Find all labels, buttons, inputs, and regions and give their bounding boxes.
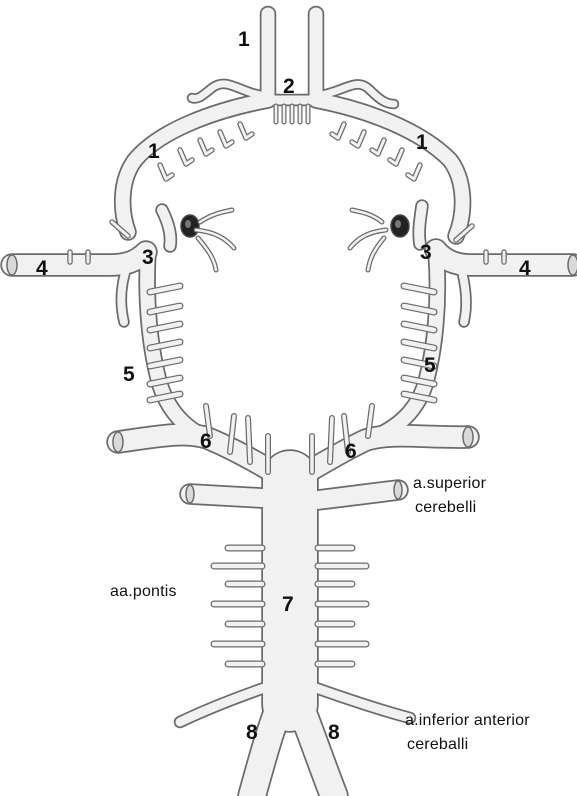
branch-4 (240, 124, 252, 138)
label-pontis: aa.pontis (110, 582, 177, 602)
right-superior-cerebellar-end (394, 481, 402, 499)
right-superior-cerebellar (318, 490, 398, 500)
branch-3 (220, 132, 232, 146)
label-6-left: 6 (200, 431, 212, 452)
label-1-top: 1 (238, 29, 250, 50)
branch-2 (200, 140, 212, 154)
label-5-right: 5 (424, 355, 436, 376)
branch-0 (160, 165, 172, 179)
label-3-right: 3 (420, 242, 432, 263)
label-1-left: 1 (148, 141, 160, 162)
right-inferior-anterior-cerebellar (316, 688, 410, 718)
left-anterior-cerebral (123, 100, 268, 232)
branch-36 (248, 418, 250, 462)
label-1-right: 1 (416, 132, 428, 153)
label-7: 7 (282, 594, 294, 615)
right-middle-cerebral-end (568, 255, 577, 275)
left-vertebral (252, 700, 282, 796)
label-5-left: 5 (123, 364, 135, 385)
right-vertebral (298, 700, 334, 796)
label-6-right: 6 (345, 441, 357, 462)
label-4-right: 4 (519, 258, 531, 279)
left-posterior-cerebral-end (113, 432, 123, 452)
right-anterior-cerebral (316, 100, 463, 236)
branch-39 (330, 418, 332, 462)
branch-5 (408, 165, 420, 179)
branch-8 (352, 132, 364, 146)
left-inferior-anterior-cerebellar (180, 688, 264, 722)
branch-9 (332, 124, 344, 138)
label-inferior-anterior-line1: a.inferior anterior (405, 711, 530, 731)
left-middle-cerebral-end (7, 255, 17, 275)
label-3-left: 3 (142, 247, 154, 268)
right-ica-stub (419, 206, 422, 244)
label-inferior-anterior-line2: cereballi (407, 735, 468, 755)
label-4-left: 4 (36, 258, 48, 279)
branch-6 (390, 150, 402, 164)
left-superior-cerebellar (190, 494, 262, 498)
label-2: 2 (283, 76, 295, 97)
branch-7 (372, 140, 384, 154)
label-8-left: 8 (246, 722, 258, 743)
branch-1 (180, 150, 192, 164)
right-ica-section-highlight (395, 220, 401, 228)
label-superior-cerebelli-line1: a.superior (413, 474, 486, 494)
left-superior-cerebellar-end (186, 485, 194, 503)
left-ica-section-highlight (185, 220, 191, 228)
label-8-right: 8 (328, 722, 340, 743)
right-posterior-cerebral-end (463, 427, 473, 447)
label-superior-cerebelli-line2: cerebelli (415, 498, 476, 518)
